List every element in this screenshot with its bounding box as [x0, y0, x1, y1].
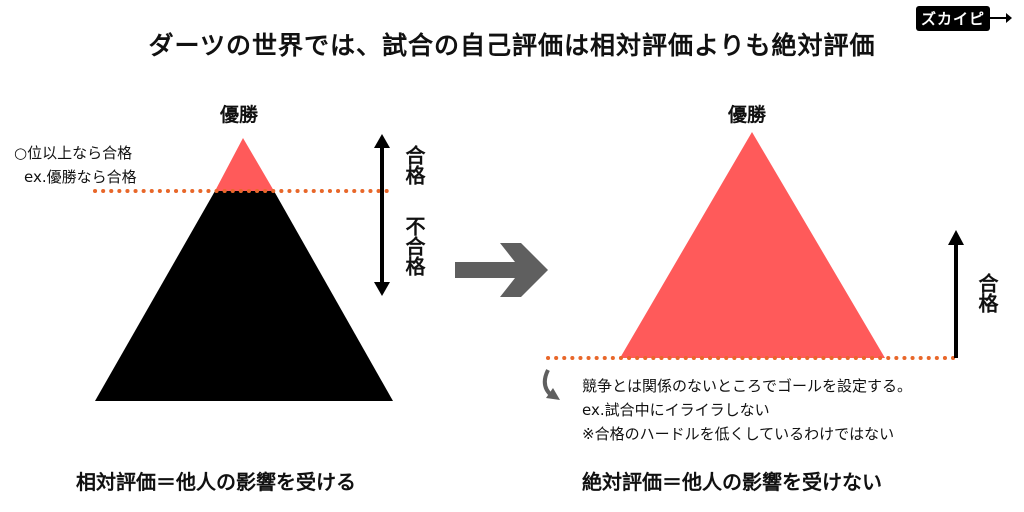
- right-caption: 絶対評価＝他人の影響を受けない: [582, 470, 882, 494]
- right-note-line2: ex.試合中にイライラしない: [582, 401, 770, 419]
- page-title: ダーツの世界では、試合の自己評価は相対評価よりも絶対評価: [148, 31, 876, 60]
- left-pass-label: 合格: [402, 145, 426, 185]
- curved-arrowhead-icon: [546, 388, 560, 400]
- right-note-line1: 競争とは関係のないところでゴールを設定する。: [582, 377, 913, 395]
- right-pass-label: 合格: [975, 273, 999, 313]
- left-caption: 相対評価＝他人の影響を受ける: [76, 470, 356, 494]
- left-down-arrowhead-icon: [374, 282, 390, 296]
- left-note-line1: ○位以上なら合格: [14, 144, 133, 162]
- left-peak-label: 優勝: [220, 104, 259, 126]
- right-peak-label: 優勝: [728, 104, 767, 126]
- logo-arrow-icon: [990, 13, 1013, 23]
- logo-text: ズカイピ: [916, 5, 991, 31]
- left-up-arrowhead-icon: [374, 134, 390, 148]
- right-up-arrowhead-icon: [948, 230, 964, 245]
- left-pyramid-fail-zone: [95, 191, 393, 401]
- right-pyramid-pass-zone: [620, 132, 885, 358]
- logo: ズカイピ: [916, 5, 1013, 31]
- transition-arrow-icon: [455, 243, 548, 297]
- left-pyramid-pass-zone: [215, 138, 274, 191]
- left-fail-label: 不合格: [402, 216, 426, 276]
- left-note-line2: ex.優勝なら合格: [24, 168, 137, 186]
- right-note-line3: ※合格のハードルを低くしているわけではない: [582, 425, 895, 443]
